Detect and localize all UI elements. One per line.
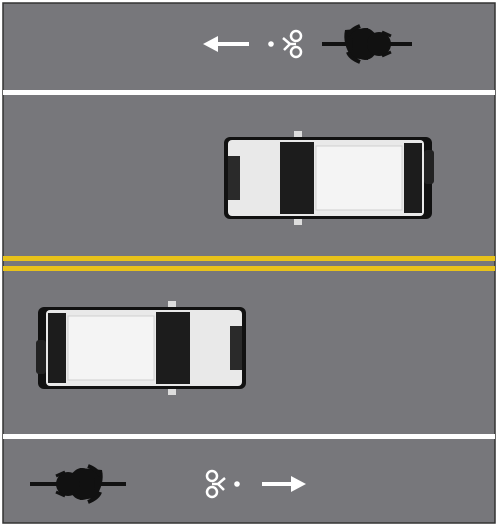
road-surface — [3, 3, 495, 523]
center-line-yellow-2 — [3, 266, 495, 271]
suv-top-view-icon — [36, 301, 246, 395]
center-line-yellow-1 — [3, 256, 495, 261]
bike-lane-line-bottom — [3, 434, 495, 439]
bike-lane-line-top — [3, 90, 495, 95]
suv-top-view-icon — [224, 131, 434, 225]
